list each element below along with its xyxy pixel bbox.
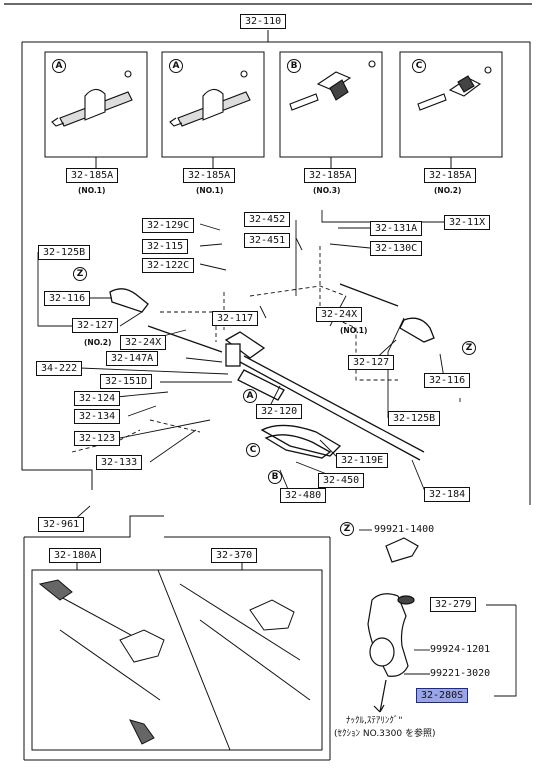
inset-b-marker: B bbox=[287, 59, 301, 73]
callout-32-131a[interactable]: 32-131A bbox=[370, 221, 423, 236]
inset-a2-part-callout[interactable]: 32-185A bbox=[183, 168, 236, 183]
callout-32-24x-right[interactable]: 32-24X bbox=[316, 307, 363, 322]
z-marker-left: Z bbox=[73, 267, 87, 281]
callout-32-151d[interactable]: 32-151D bbox=[100, 374, 153, 389]
knuckle-note-line2: (ｾｸｼｮﾝ NO.3300 を参照) bbox=[334, 729, 436, 739]
callout-32-116-left[interactable]: 32-116 bbox=[44, 291, 91, 306]
z-marker-right: Z bbox=[462, 341, 476, 355]
callout-32-127-right[interactable]: 32-127 bbox=[348, 355, 395, 370]
callout-32-125b-left[interactable]: 32-125B bbox=[38, 245, 91, 260]
callout-32-24x-left[interactable]: 32-24X bbox=[120, 335, 167, 350]
c-marker: C bbox=[246, 443, 260, 457]
callout-32-122c[interactable]: 32-122C bbox=[142, 258, 195, 273]
callout-32-180a[interactable]: 32-180A bbox=[49, 548, 102, 563]
b-marker: B bbox=[268, 470, 282, 484]
assembly-callout-32-110[interactable]: 32-110 bbox=[240, 14, 287, 29]
callout-32-120[interactable]: 32-120 bbox=[256, 404, 303, 419]
callout-32-123[interactable]: 32-123 bbox=[74, 431, 121, 446]
part-99924-1201[interactable]: 99924-1201 bbox=[430, 644, 491, 655]
z-marker-knuckle: Z bbox=[340, 522, 354, 536]
callout-32-129c[interactable]: 32-129C bbox=[142, 218, 195, 233]
inset-a2-marker: A bbox=[169, 59, 183, 73]
inset-c-note: (NO.2) bbox=[434, 186, 462, 195]
a-marker: A bbox=[243, 389, 257, 403]
part-99921-1400[interactable]: 99921-1400 bbox=[374, 524, 435, 535]
callout-32-147a[interactable]: 32-147A bbox=[106, 351, 159, 366]
inset-b-note: (NO.3) bbox=[313, 186, 341, 195]
callout-32-279[interactable]: 32-279 bbox=[430, 597, 477, 612]
knuckle-note-line1: ﾅｯｸﾙ,ｽﾃｱﾘﾝｸﾞ" bbox=[346, 716, 403, 726]
note-no2: (NO.2) bbox=[84, 338, 112, 347]
callout-32-184[interactable]: 32-184 bbox=[424, 487, 471, 502]
note-no1: (NO.1) bbox=[340, 326, 368, 335]
callout-32-11x[interactable]: 32-11X bbox=[444, 215, 491, 230]
callout-32-480[interactable]: 32-480 bbox=[280, 488, 327, 503]
callout-32-117[interactable]: 32-117 bbox=[212, 311, 259, 326]
callout-32-280s-highlighted[interactable]: 32-280S bbox=[416, 688, 469, 703]
inset-c-marker: C bbox=[412, 59, 426, 73]
inset-a1-marker: A bbox=[52, 59, 66, 73]
callout-32-115[interactable]: 32-115 bbox=[142, 239, 189, 254]
callout-32-451[interactable]: 32-451 bbox=[244, 233, 291, 248]
callout-32-452[interactable]: 32-452 bbox=[244, 212, 291, 227]
callout-32-130c[interactable]: 32-130C bbox=[370, 241, 423, 256]
callout-32-124[interactable]: 32-124 bbox=[74, 391, 121, 406]
callout-32-133[interactable]: 32-133 bbox=[96, 455, 143, 470]
inset-c-part-callout[interactable]: 32-185A bbox=[424, 168, 477, 183]
inset-a1-part-callout[interactable]: 32-185A bbox=[66, 168, 119, 183]
callout-32-370[interactable]: 32-370 bbox=[211, 548, 258, 563]
callout-32-134[interactable]: 32-134 bbox=[74, 409, 121, 424]
callout-32-127-left[interactable]: 32-127 bbox=[72, 318, 119, 333]
inset-b-part-callout[interactable]: 32-185A bbox=[304, 168, 357, 183]
inset-a2-note: (NO.1) bbox=[196, 186, 224, 195]
callout-32-119e[interactable]: 32-119E bbox=[336, 453, 389, 468]
callout-32-961[interactable]: 32-961 bbox=[38, 517, 85, 532]
callout-32-450[interactable]: 32-450 bbox=[318, 473, 365, 488]
part-99221-3020[interactable]: 99221-3020 bbox=[430, 668, 491, 679]
callout-32-125b-right[interactable]: 32-125B bbox=[388, 411, 441, 426]
inset-a1-note: (NO.1) bbox=[78, 186, 106, 195]
callout-34-222[interactable]: 34-222 bbox=[36, 361, 83, 376]
callout-32-116-right[interactable]: 32-116 bbox=[424, 373, 471, 388]
